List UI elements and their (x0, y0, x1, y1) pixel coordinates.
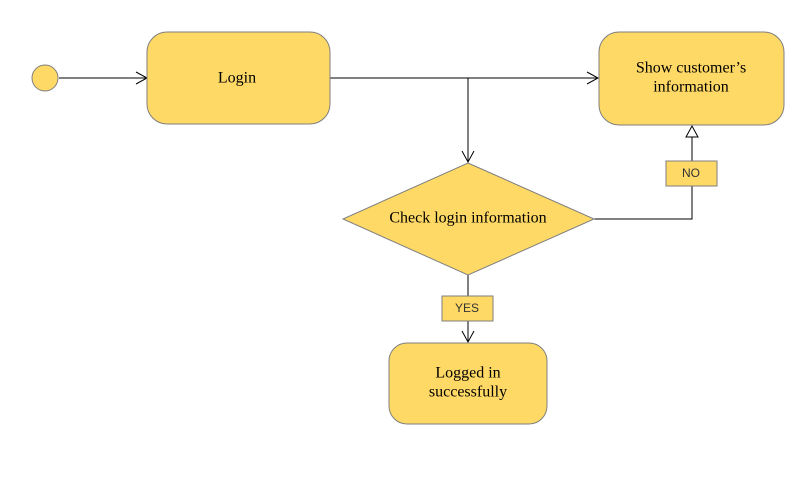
no-edge-label: NO (665, 160, 718, 187)
start-node[interactable] (31, 64, 59, 92)
show-info-label-line2: information (653, 79, 729, 96)
login-label: Login (218, 70, 256, 87)
check-login-label: Check login information (389, 210, 546, 227)
yes-edge-label: YES (441, 295, 494, 322)
yes-label-text: YES (455, 301, 479, 315)
show-info-node[interactable]: Show customer’s information (598, 31, 785, 126)
check-login-decision[interactable]: Check login information (341, 162, 596, 276)
logged-in-label-line1: Logged in (435, 365, 500, 382)
logged-in-label-line2: successfully (429, 384, 507, 401)
logged-in-node[interactable]: Logged in successfully (388, 342, 548, 425)
no-label-text: NO (682, 166, 700, 180)
login-node[interactable]: Login (146, 31, 331, 125)
edge-check-no-to-show-info (594, 124, 699, 220)
show-info-label-line1: Show customer’s (636, 60, 746, 77)
